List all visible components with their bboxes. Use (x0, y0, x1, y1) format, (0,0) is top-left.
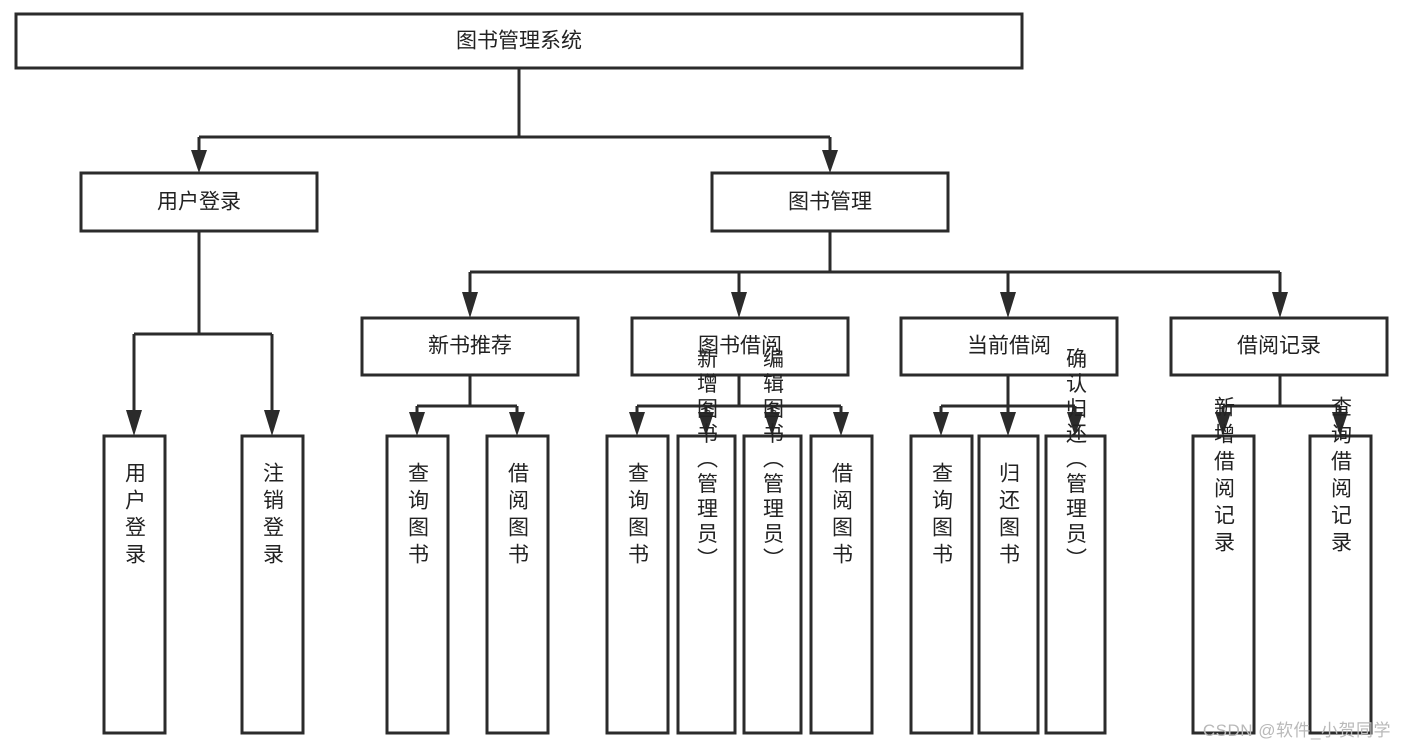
node-book-borrow-box (630, 316, 850, 377)
connectors-layer (126, 68, 1348, 436)
node-root-box (14, 12, 1024, 70)
leaf-new-book-query-box (385, 434, 450, 735)
node-borrow-record-label: 借阅记录 (1237, 335, 1321, 358)
leaf-book-borrow-query-label: 查询图书 (626, 462, 650, 570)
leaf-book-borrow-query[interactable]: 查询图书 (605, 434, 670, 735)
node-new-book-recommend-label: 新书推荐 (428, 335, 512, 358)
node-current-borrow-label: 当前借阅 (967, 335, 1051, 358)
leaf-new-book-query-label: 查询图书 (406, 462, 430, 570)
arrow-borrow-record-leaf-2 (1332, 412, 1348, 436)
leaf-user-login-login-box (102, 434, 167, 735)
leaf-user-login-login-label: 用户登录 (123, 462, 147, 570)
arrow-new-book-leaf-2 (509, 412, 525, 436)
arrow-current-borrow-leaf-3 (1067, 412, 1083, 436)
arrow-user-login-leaf-2 (264, 410, 280, 436)
node-user-login-label: 用户登录 (157, 191, 241, 214)
arrow-root-to-user-login (191, 150, 207, 173)
leaf-new-book-borrow-box (485, 434, 550, 735)
leaf-new-book-query[interactable]: 查询图书 (385, 434, 450, 735)
node-current-borrow[interactable]: 当前借阅 (899, 316, 1119, 377)
arrow-current-borrow-leaf-2 (1000, 412, 1016, 436)
leaf-borrow-record-add-box (1191, 434, 1256, 735)
leaf-book-borrow-query-box (605, 434, 670, 735)
node-new-book-recommend-box (360, 316, 580, 377)
node-book-borrow[interactable]: 图书借阅 (630, 316, 850, 377)
arrow-book-manage-to-new-book (462, 292, 478, 318)
leaf-book-borrow-add[interactable]: 新增图书（管理员） (676, 348, 737, 735)
leaf-current-borrow-confirm-box (1044, 434, 1107, 735)
leaf-current-borrow-query-label: 查询图书 (930, 462, 954, 570)
leaf-current-borrow-query-box (909, 434, 974, 735)
node-root-book-management-system[interactable]: 图书管理系统 (14, 12, 1024, 70)
leaf-user-login-logout[interactable]: 注销登录 (240, 434, 305, 735)
leaf-borrow-record-query[interactable]: 查询借阅记录 (1308, 396, 1373, 735)
arrow-book-borrow-leaf-1 (629, 412, 645, 436)
leaf-user-login-logout-label: 注销登录 (261, 462, 285, 570)
leaf-current-borrow-return-label: 归还图书 (997, 462, 1021, 570)
leaf-book-borrow-edit-label: 编辑图书（管理员） (761, 348, 785, 573)
arrow-current-borrow-leaf-1 (933, 412, 949, 436)
leaf-book-borrow-edit-box (742, 434, 803, 735)
node-book-borrow-label: 图书借阅 (698, 335, 782, 358)
leaf-book-borrow-borrow[interactable]: 借阅图书 (809, 434, 874, 735)
leaf-current-borrow-query[interactable]: 查询图书 (909, 434, 974, 735)
leaf-new-book-borrow[interactable]: 借阅图书 (485, 434, 550, 735)
arrow-borrow-record-leaf-1 (1215, 412, 1231, 436)
leaf-borrow-record-query-label: 查询借阅记录 (1329, 396, 1353, 558)
node-current-borrow-box (899, 316, 1119, 377)
leaf-current-borrow-confirm-label: 确认归还（管理员） (1064, 348, 1088, 573)
node-book-management-box (710, 171, 950, 233)
leaf-book-borrow-borrow-label: 借阅图书 (830, 462, 854, 570)
node-root-label: 图书管理系统 (456, 30, 582, 53)
arrow-book-borrow-leaf-2 (698, 412, 714, 436)
node-new-book-recommend[interactable]: 新书推荐 (360, 316, 580, 377)
node-user-login[interactable]: 用户登录 (79, 171, 319, 233)
node-user-login-box (79, 171, 319, 233)
leaf-book-borrow-edit[interactable]: 编辑图书（管理员） (742, 348, 803, 735)
leaf-current-borrow-confirm[interactable]: 确认归还（管理员） (1044, 348, 1107, 735)
arrow-book-manage-to-current-borrow (1000, 292, 1016, 318)
leaf-book-borrow-borrow-box (809, 434, 874, 735)
leaf-book-borrow-add-label: 新增图书（管理员） (695, 348, 719, 573)
leaf-new-book-borrow-label: 借阅图书 (506, 462, 530, 570)
arrow-book-manage-to-borrow-record (1272, 292, 1288, 318)
leaf-current-borrow-return-box (977, 434, 1040, 735)
leaf-user-login-logout-box (240, 434, 305, 735)
leaf-book-borrow-add-box (676, 434, 737, 735)
node-borrow-record-box (1169, 316, 1389, 377)
arrow-book-borrow-leaf-3 (764, 412, 780, 436)
arrow-root-to-book-manage (822, 150, 838, 173)
arrow-book-borrow-leaf-4 (833, 412, 849, 436)
leaf-user-login-login[interactable]: 用户登录 (102, 434, 167, 735)
node-book-management-label: 图书管理 (788, 191, 872, 214)
node-book-management[interactable]: 图书管理 (710, 171, 950, 233)
arrow-user-login-leaf-1 (126, 410, 142, 436)
node-borrow-record[interactable]: 借阅记录 (1169, 316, 1389, 377)
arrow-new-book-leaf-1 (409, 412, 425, 436)
leaf-borrow-record-add-label: 新增借阅记录 (1212, 396, 1236, 558)
arrow-book-manage-to-book-borrow (731, 292, 747, 318)
leaf-borrow-record-add[interactable]: 新增借阅记录 (1191, 396, 1256, 735)
leaf-borrow-record-query-box (1308, 434, 1373, 735)
leaf-current-borrow-return[interactable]: 归还图书 (977, 434, 1040, 735)
